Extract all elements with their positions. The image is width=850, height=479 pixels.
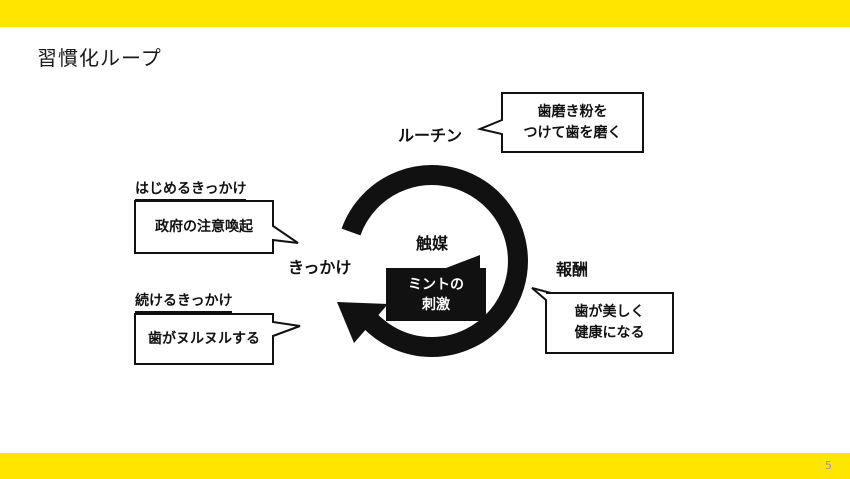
loop-arc <box>341 165 528 358</box>
routine-label: ルーチン <box>398 126 463 145</box>
continue-trigger-heading: 続けるきっかけ <box>135 290 233 313</box>
center-box-line2: 刺激 <box>422 297 450 313</box>
start-trigger-text: 政府の注意喚起 <box>155 219 253 235</box>
reward-box-line2: 健康になる <box>574 325 645 341</box>
center-box <box>386 268 486 321</box>
reward-box-text: 歯が美しく 健康になる <box>546 302 673 344</box>
bottom-accent-bar <box>0 453 850 479</box>
loop-arrowhead <box>337 302 388 343</box>
center-box-line1: ミントの <box>408 277 464 293</box>
reward-box-line1: 歯が美しく <box>574 304 645 320</box>
slide-title: 習慣化ループ <box>37 46 162 70</box>
continue-trigger-box <box>134 313 301 365</box>
routine-box-text: 歯磨き粉を つけて歯を磨く <box>502 102 643 144</box>
reward-box <box>531 287 674 354</box>
page-number: 5 <box>825 459 832 472</box>
top-accent-bar <box>0 0 850 27</box>
cue-label: きっかけ <box>288 258 352 277</box>
start-trigger-heading: はじめるきっかけ <box>135 178 247 201</box>
catalyst-label: 触媒 <box>416 234 449 253</box>
continue-trigger-text: 歯がヌルヌルする <box>148 331 260 347</box>
routine-box-line2: つけて歯を磨く <box>523 125 622 141</box>
routine-box <box>476 92 644 153</box>
reward-label: 報酬 <box>556 260 589 279</box>
center-box-text: ミントの 刺激 <box>386 275 486 315</box>
routine-box-line1: 歯磨き粉を <box>537 104 608 120</box>
start-trigger-box <box>134 200 299 254</box>
